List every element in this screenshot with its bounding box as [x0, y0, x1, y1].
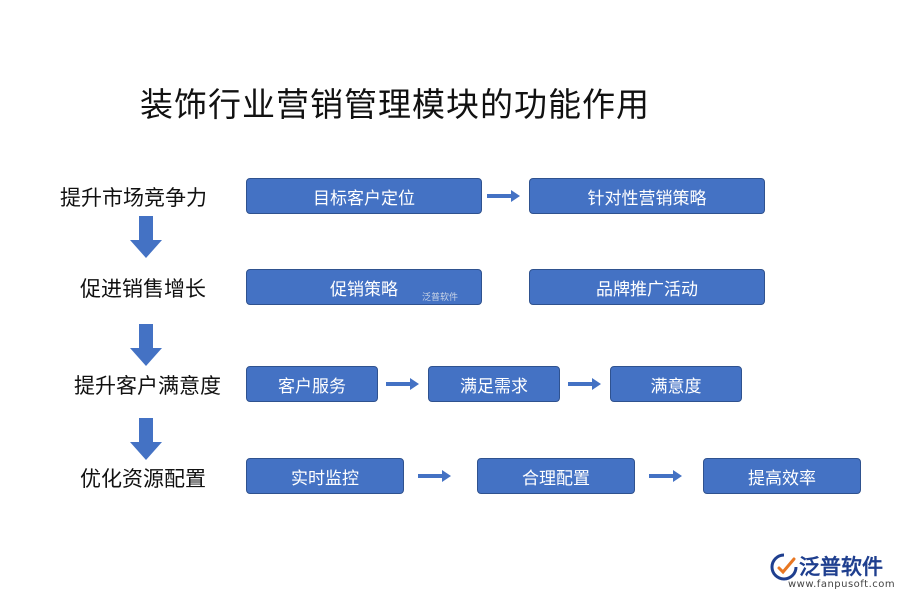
fanpu-logo-icon: [770, 553, 798, 581]
down-arrow-icon: [130, 418, 162, 460]
box-meet-needs: 满足需求: [428, 366, 560, 402]
box-customer-service: 客户服务: [246, 366, 378, 402]
row-label-sales-growth: 促进销售增长: [80, 277, 206, 301]
down-arrow-icon: [130, 324, 162, 366]
box-reasonable-allocation: 合理配置: [477, 458, 635, 494]
logo-url: www.fanpusoft.com: [788, 579, 896, 590]
box-real-time-monitoring: 实时监控: [246, 458, 404, 494]
right-arrow-icon: [386, 378, 419, 390]
box-targeted-marketing-strategy: 针对性营销策略: [529, 178, 765, 214]
right-arrow-icon: [418, 470, 451, 482]
brand-logo: 泛普软件 www.fanpusoft.com: [770, 551, 895, 593]
box-promotion-strategy: 促销策略: [246, 269, 482, 305]
row-label-market-competitiveness: 提升市场竞争力: [60, 186, 207, 210]
diagram-title: 装饰行业营销管理模块的功能作用: [140, 85, 650, 124]
right-arrow-icon: [487, 190, 520, 202]
logo-name: 泛普软件: [799, 555, 883, 579]
row-label-resource-allocation: 优化资源配置: [80, 467, 206, 491]
right-arrow-icon: [568, 378, 601, 390]
box-brand-promotion-activities: 品牌推广活动: [529, 269, 765, 305]
box-improve-efficiency: 提高效率: [703, 458, 861, 494]
watermark: 泛普软件: [422, 293, 459, 303]
box-target-customer-positioning: 目标客户定位: [246, 178, 482, 214]
down-arrow-icon: [130, 216, 162, 258]
row-label-customer-satisfaction: 提升客户满意度: [74, 374, 221, 398]
right-arrow-icon: [649, 470, 682, 482]
box-satisfaction: 满意度: [610, 366, 742, 402]
